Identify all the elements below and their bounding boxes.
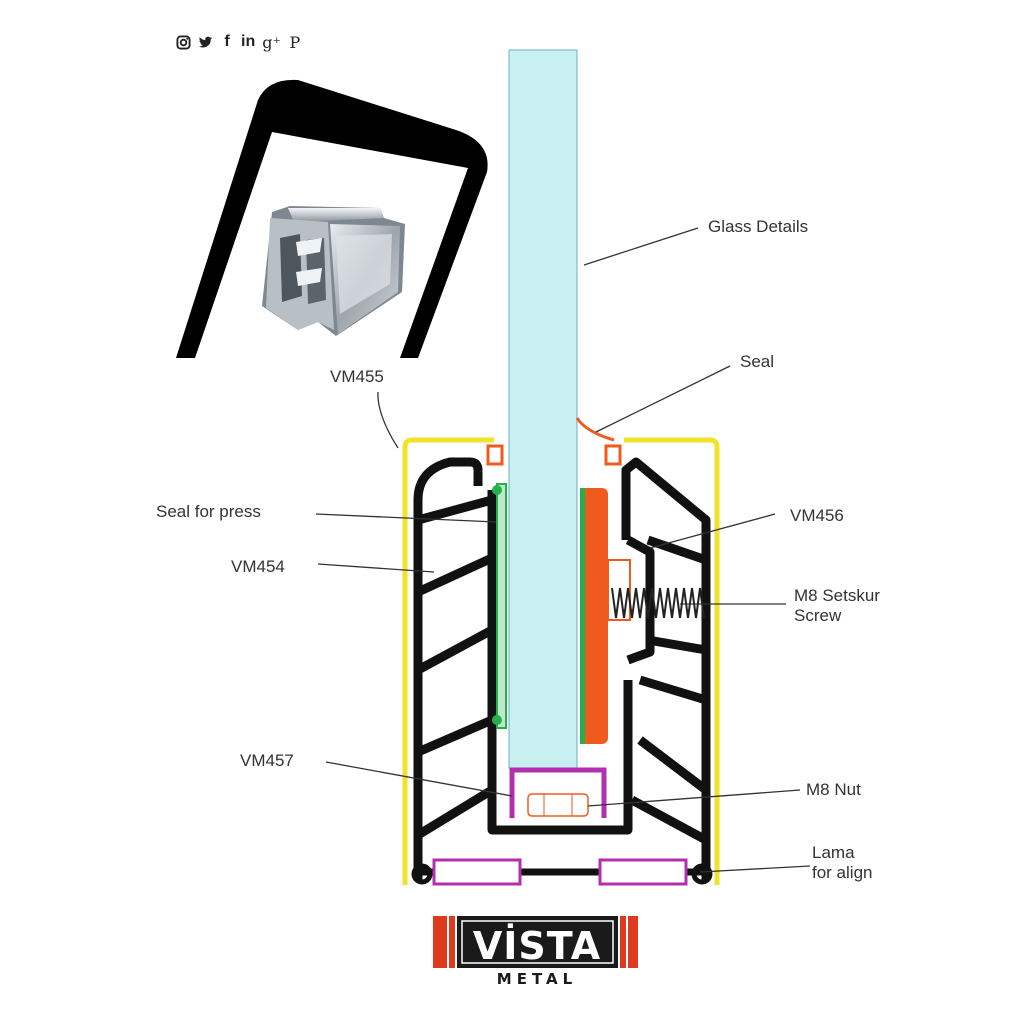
label-glass-details: Glass Details — [708, 217, 808, 236]
vista-metal-logo: VİSTA METAL — [433, 916, 638, 988]
vm457-channel — [509, 767, 607, 818]
social-icon-bar: f in g⁺ P — [176, 32, 302, 52]
seal-for-press — [492, 483, 507, 729]
label-m8-setskur-line1: M8 Setskur — [794, 586, 880, 605]
label-vm455: VM455 — [330, 367, 384, 386]
logo-sub-text: METAL — [497, 970, 577, 988]
twitter-icon[interactable] — [198, 33, 213, 51]
label-vm456: VM456 — [790, 506, 844, 525]
label-m8-setskur-line2: Screw — [794, 606, 842, 625]
label-seal-for-press: Seal for press — [156, 502, 261, 521]
label-vm454: VM454 — [231, 557, 285, 576]
pinterest-icon[interactable]: P — [289, 32, 301, 52]
m8-setskur-screw — [611, 587, 705, 619]
label-m8-nut: M8 Nut — [806, 780, 861, 799]
vm455-outer-profile — [402, 437, 720, 885]
label-lama-line1: Lama — [812, 843, 855, 862]
vm456-right-profile — [621, 457, 711, 880]
facebook-icon[interactable]: f — [224, 33, 230, 50]
linkedin-icon[interactable]: in — [241, 33, 256, 50]
m8-nut — [527, 793, 589, 817]
vm454-left-profile — [413, 457, 710, 880]
label-seal: Seal — [740, 352, 774, 371]
top-seals — [486, 417, 622, 466]
logo-brand-text: VİSTA — [473, 924, 601, 968]
phone-frame — [176, 79, 488, 359]
glass-panel — [508, 49, 578, 769]
google-plus-icon[interactable]: g⁺ — [262, 32, 281, 52]
leader-lines — [315, 227, 811, 873]
instagram-icon[interactable] — [176, 33, 191, 51]
label-vm457: VM457 — [240, 751, 294, 770]
lama-for-align — [411, 858, 713, 886]
label-lama-line2: for align — [812, 863, 872, 882]
profile-photo — [262, 206, 405, 336]
